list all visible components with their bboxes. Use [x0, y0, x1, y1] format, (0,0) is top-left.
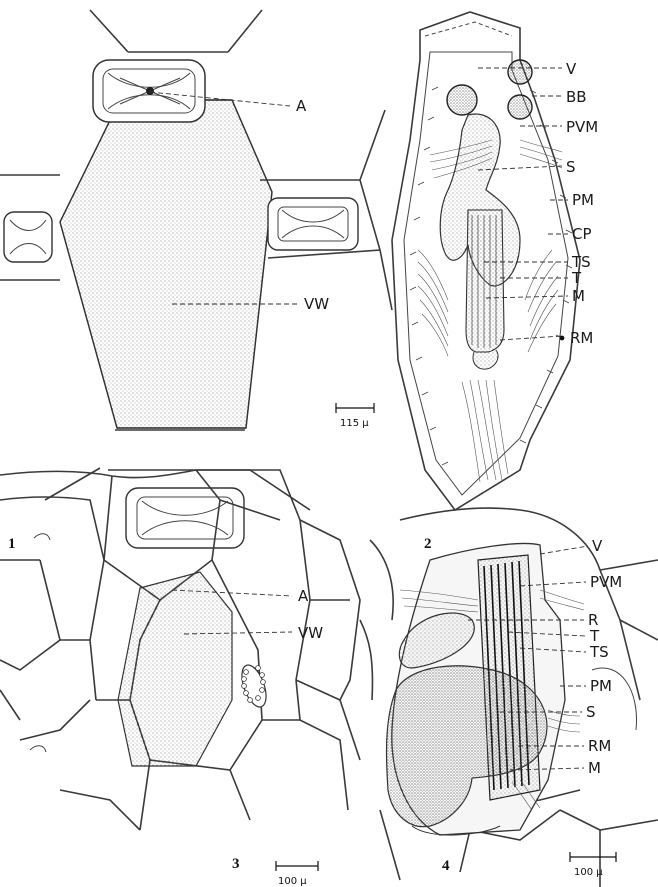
label-fig1-A: A — [296, 97, 307, 115]
label-fig2-CP: CP — [572, 225, 592, 243]
figure-number-2: 2 — [424, 536, 432, 552]
neighbour-stoma-right — [268, 198, 358, 250]
neighbour-stoma-left — [4, 212, 52, 262]
label-fig2-RM: RM — [570, 329, 593, 347]
figure-2: V BB PVM S PM CP TS T M RM 2 — [392, 12, 598, 552]
scale-bar-fig4: 100 µ — [570, 852, 616, 878]
neighbour-stoma-bottom — [126, 488, 244, 548]
scale-label-fig4: 100 µ — [574, 867, 603, 878]
label-fig3-VW: VW — [298, 624, 323, 642]
scale-bar-fig3: 100 µ — [276, 861, 318, 887]
label-fig3-A: A — [298, 587, 309, 605]
scale-label-fig3: 100 µ — [278, 876, 307, 887]
label-fig2-PVM: PVM — [566, 118, 598, 136]
figure-4: V PVM R T TS PM S RM M 100 µ 4 — [360, 508, 658, 887]
scale-bar-fig1: 115 µ — [336, 403, 374, 429]
neighbour-stoma-3 — [237, 662, 271, 710]
brown-body-2 — [508, 60, 532, 84]
label-fig2-S: S — [566, 158, 576, 176]
label-fig4-PM: PM — [590, 677, 612, 695]
aperture-stoma — [93, 60, 205, 122]
label-fig4-RM: RM — [588, 737, 611, 755]
label-fig4-PVM: PVM — [590, 573, 622, 591]
label-fig2-PM: PM — [572, 191, 594, 209]
label-fig4-S: S — [586, 703, 596, 721]
brown-body-3 — [508, 95, 532, 119]
brown-body-1 — [447, 85, 477, 115]
label-fig2-V: V — [566, 60, 577, 78]
label-fig4-V: V — [592, 537, 603, 555]
figure-number-3: 3 — [232, 856, 240, 872]
label-fig1-VW: VW — [304, 295, 329, 313]
label-fig4-TS: TS — [589, 643, 609, 661]
figure-number-4: 4 — [442, 858, 450, 874]
vestibule-wall-cell — [60, 100, 272, 428]
label-fig2-BB: BB — [566, 88, 587, 106]
vestibule-wall-cell-3 — [118, 572, 232, 766]
label-fig2-T: T — [571, 269, 582, 287]
scale-label-fig1: 115 µ — [340, 418, 369, 429]
figure-number-1: 1 — [8, 536, 16, 552]
label-fig4-M: M — [588, 759, 601, 777]
label-fig2-M: M — [572, 287, 585, 305]
